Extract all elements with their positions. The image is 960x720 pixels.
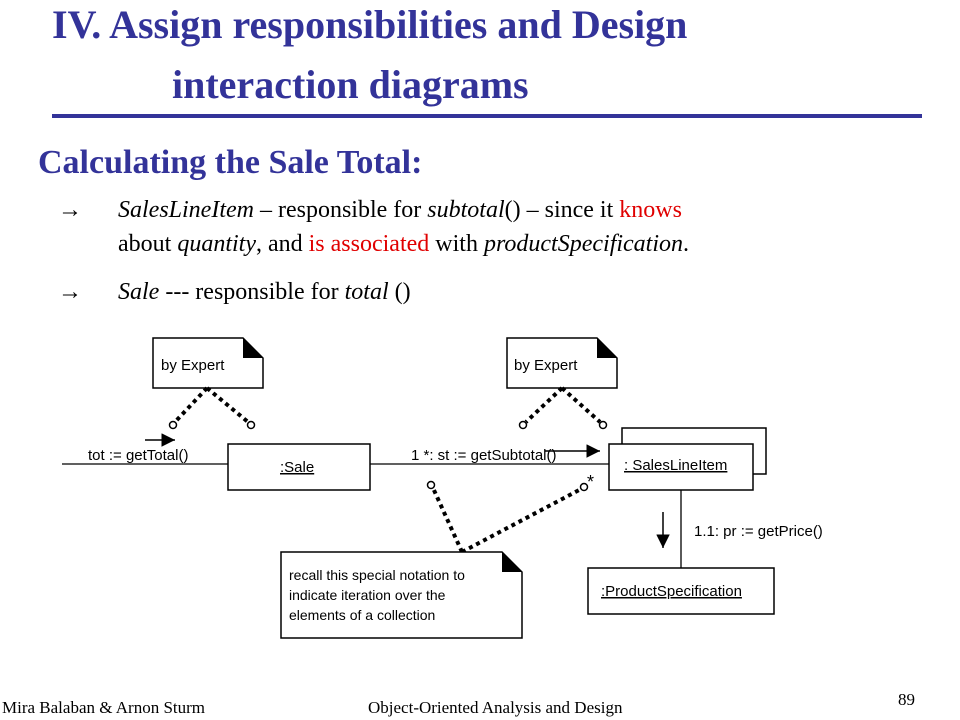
title-underline bbox=[52, 114, 922, 118]
note-by-expert-left: by Expert bbox=[152, 337, 264, 389]
sale-object: :Sale bbox=[227, 443, 371, 491]
bullet-1-line-2: about quantity, and is associated with p… bbox=[118, 228, 689, 260]
productspecification-object: :ProductSpecification bbox=[587, 567, 775, 615]
text-fragment: . bbox=[683, 231, 690, 257]
bullet-arrow-icon: → bbox=[58, 197, 82, 223]
note-connector-right bbox=[518, 386, 608, 430]
section-subtitle: Calculating the Sale Total: bbox=[38, 144, 423, 181]
text-fragment: --- responsible for bbox=[159, 279, 345, 305]
text-fragment: () – since it bbox=[504, 197, 620, 223]
highlight-knows: knows bbox=[619, 197, 682, 223]
highlight-is-associated: is associated bbox=[308, 231, 430, 257]
note-connector-left bbox=[168, 386, 256, 430]
text-fragment: () bbox=[388, 279, 411, 305]
sale-object-label: :Sale bbox=[280, 459, 314, 476]
text-fragment: total bbox=[344, 279, 389, 305]
saleslineitem-label: : SalesLineItem bbox=[624, 457, 727, 474]
note-text: by Expert bbox=[161, 357, 225, 374]
text-fragment: – responsible for bbox=[253, 197, 428, 223]
text-fragment: with bbox=[429, 231, 484, 257]
note-recall: recall this special notation to indicate… bbox=[280, 480, 589, 639]
message-getprice-label: 1.1: pr := getPrice() bbox=[694, 523, 823, 540]
text-fragment: Sale bbox=[118, 279, 160, 305]
saleslineitem-multiobject: : SalesLineItem bbox=[608, 427, 767, 491]
text-fragment: quantity bbox=[177, 231, 256, 257]
multiplicity-star: * bbox=[587, 472, 594, 492]
productspecification-label: :ProductSpecification bbox=[601, 583, 742, 600]
bullet-1-line-1: SalesLineItem – responsible for subtotal… bbox=[118, 194, 682, 226]
note-recall-line-3: elements of a collection bbox=[289, 607, 435, 623]
note-by-expert-right: by Expert bbox=[506, 337, 618, 389]
text-fragment: about bbox=[118, 231, 178, 257]
note-text: by Expert bbox=[514, 357, 578, 374]
text-fragment: productSpecification bbox=[483, 231, 684, 257]
text-fragment: subtotal bbox=[427, 197, 505, 223]
footer-course: Object-Oriented Analysis and Design bbox=[368, 698, 623, 717]
text-fragment: , and bbox=[255, 231, 309, 257]
note-recall-line-1: recall this special notation to bbox=[289, 567, 465, 583]
message-getsubtotal-label: 1 *: st := getSubtotal() bbox=[411, 447, 557, 464]
slide-title-line-2: interaction diagrams bbox=[172, 62, 529, 107]
message-gettotal-label: tot := getTotal() bbox=[88, 447, 188, 464]
footer-authors: Mira Balaban & Arnon Sturm bbox=[2, 698, 206, 717]
collaboration-diagram: by Expert by Expert tot := getTotal() :S… bbox=[62, 337, 823, 639]
note-recall-line-2: indicate iteration over the bbox=[289, 587, 446, 603]
text-fragment: SalesLineItem bbox=[118, 197, 254, 223]
slide-title-line-1: IV. Assign responsibilities and Design bbox=[52, 2, 688, 47]
bullet-2-line-1: Sale --- responsible for total () bbox=[118, 276, 411, 308]
bullet-arrow-icon: → bbox=[58, 279, 82, 305]
footer-page-number: 89 bbox=[898, 690, 915, 709]
